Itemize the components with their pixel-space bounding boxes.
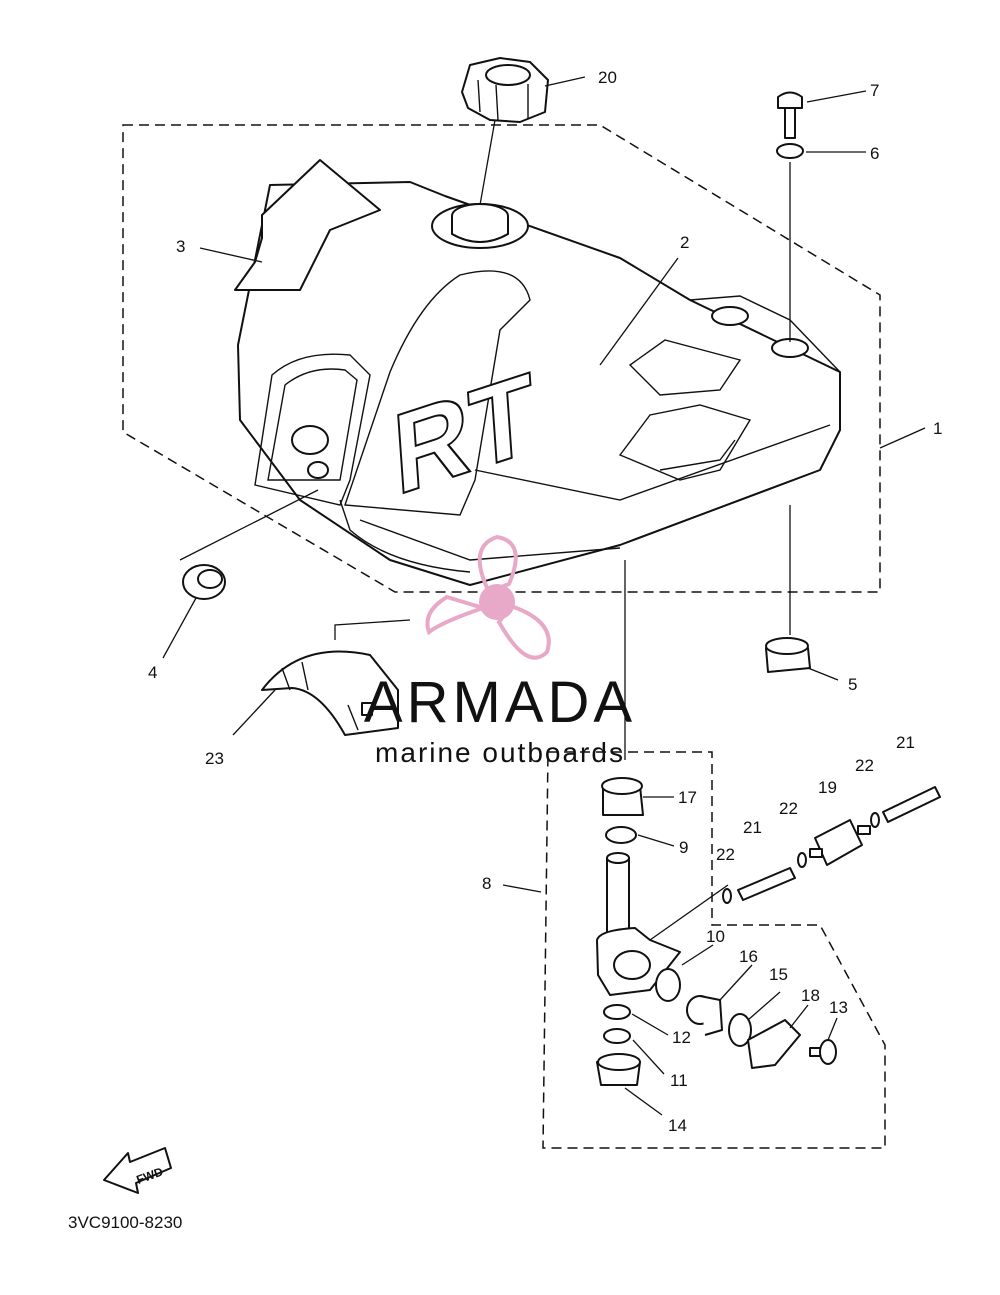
callout-14: 14	[668, 1116, 687, 1135]
fuel-hose	[737, 867, 796, 901]
leader-lines	[162, 76, 926, 1116]
callout-16: 16	[739, 947, 758, 966]
callout-4: 4	[148, 663, 157, 682]
callout-20: 20	[598, 68, 617, 87]
drawing-code: 3VC9100-8230	[68, 1213, 182, 1232]
callout-22-upper: 22	[855, 756, 874, 775]
strainer	[603, 1004, 631, 1020]
watermark-brand: ARMADA	[364, 670, 636, 735]
callout-21-upper: 21	[896, 733, 915, 752]
callout-17: 17	[678, 788, 697, 807]
callout-15: 15	[769, 965, 788, 984]
bolt	[777, 91, 803, 139]
damper	[182, 564, 226, 600]
tank-graphic-decal	[234, 159, 381, 291]
screw	[809, 1039, 837, 1065]
callout-labels: 1 2 3 4 5 6 7 8 9 10 11 12 13 14 15 16 1…	[148, 68, 942, 1135]
clip	[722, 888, 732, 904]
washer	[776, 143, 804, 159]
callout-3: 3	[176, 237, 185, 256]
callout-19: 19	[818, 778, 837, 797]
gasket	[728, 1013, 752, 1047]
fuel-cock-nut	[601, 777, 644, 816]
callout-9: 9	[679, 838, 688, 857]
callout-8: 8	[482, 874, 491, 893]
propeller-logo-icon	[425, 534, 551, 660]
tank-band	[261, 650, 399, 736]
lever	[686, 995, 723, 1036]
callout-2: 2	[680, 233, 689, 252]
callout-22-lower: 22	[716, 845, 735, 864]
callout-21-lower: 21	[743, 818, 762, 837]
filler-cap	[461, 57, 549, 123]
o-ring-lower	[603, 1028, 631, 1044]
forward-arrow-icon: FWD	[103, 1147, 172, 1194]
callout-7: 7	[870, 81, 879, 100]
callout-5: 5	[848, 675, 857, 694]
fuel-tank: RT	[237, 181, 841, 586]
callout-11: 11	[670, 1071, 688, 1090]
fuel-hose-upper	[882, 786, 941, 823]
callout-22-middle: 22	[779, 799, 798, 818]
damper-rear	[765, 637, 811, 673]
callout-6: 6	[870, 144, 879, 163]
callout-23: 23	[205, 749, 224, 768]
filter	[655, 968, 681, 1002]
watermark-tagline: marine outboards	[375, 737, 625, 768]
callout-13: 13	[829, 998, 848, 1017]
fuel-filter	[809, 819, 871, 866]
callout-18: 18	[801, 986, 820, 1005]
o-ring	[605, 826, 637, 844]
callout-1: 1	[933, 419, 942, 438]
cup	[596, 1053, 641, 1086]
armada-watermark: ARMADA marine outboards	[364, 534, 636, 768]
clip-middle	[797, 852, 807, 868]
callout-10: 10	[706, 927, 725, 946]
callout-12: 12	[672, 1028, 691, 1047]
plate	[747, 1019, 801, 1069]
fuel-cock-assembly-boundary	[542, 751, 886, 1149]
clip-upper	[870, 812, 880, 828]
